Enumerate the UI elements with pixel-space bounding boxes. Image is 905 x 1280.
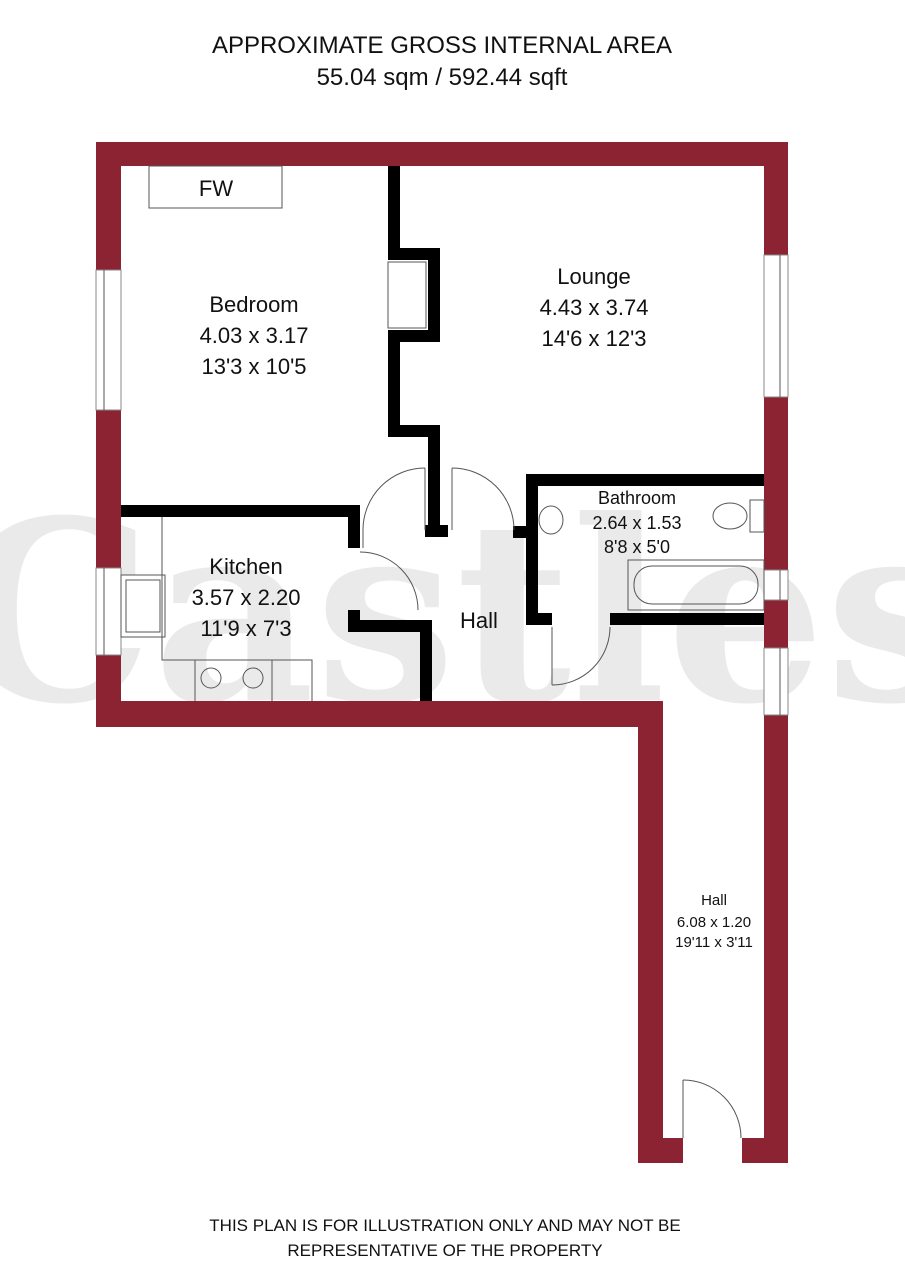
svg-text:Bedroom: Bedroom	[209, 292, 298, 317]
window-kitchen	[95, 567, 122, 656]
svg-text:Kitchen: Kitchen	[209, 554, 282, 579]
gross-area: 55.04 sqm / 592.44 sqft	[317, 64, 568, 91]
bathroom-sink	[538, 505, 564, 535]
hob-ring	[200, 667, 222, 689]
disclaimer-line2: REPRESENTATIVE OF THE PROPERTY	[287, 1241, 602, 1260]
doors	[359, 467, 742, 1139]
room-hall-corridor: Hall 6.08 x 1.20 19'11 x 3'11	[675, 892, 753, 951]
svg-text:3.57 x 2.20: 3.57 x 2.20	[192, 585, 301, 610]
svg-text:6.08 x 1.20: 6.08 x 1.20	[677, 914, 751, 931]
room-hall: Hall	[460, 608, 498, 633]
svg-text:14'6 x 12'3: 14'6 x 12'3	[541, 326, 646, 351]
fw-label: FW	[199, 176, 233, 201]
toilet	[712, 502, 748, 530]
svg-text:4.43 x 3.74: 4.43 x 3.74	[540, 295, 649, 320]
title: APPROXIMATE GROSS INTERNAL AREA	[212, 32, 672, 59]
window-hall	[763, 647, 789, 716]
hob-ring	[242, 667, 264, 689]
internal-walls	[121, 166, 764, 701]
windows	[95, 254, 789, 716]
fw-box	[148, 165, 283, 209]
window-lounge	[763, 254, 789, 398]
fixtures: FW	[120, 165, 765, 701]
room-kitchen: Kitchen 3.57 x 2.20 11'9 x 7'3	[192, 554, 301, 641]
window-bathroom	[763, 569, 789, 601]
bath	[627, 559, 765, 611]
svg-text:13'3 x 10'5: 13'3 x 10'5	[201, 354, 306, 379]
disclaimer-line1: THIS PLAN IS FOR ILLUSTRATION ONLY AND M…	[209, 1216, 680, 1235]
svg-text:Hall: Hall	[701, 892, 727, 909]
svg-text:Lounge: Lounge	[557, 264, 630, 289]
kitchen-sink	[120, 574, 166, 638]
svg-text:11'9 x 7'3: 11'9 x 7'3	[200, 616, 291, 641]
room-bedroom: Bedroom 4.03 x 3.17 13'3 x 10'5	[200, 292, 309, 379]
svg-text:2.64 x 1.53: 2.64 x 1.53	[592, 513, 681, 533]
svg-text:4.03 x 3.17: 4.03 x 3.17	[200, 323, 309, 348]
svg-text:Bathroom: Bathroom	[598, 488, 676, 508]
room-bathroom: Bathroom 2.64 x 1.53 8'8 x 5'0	[592, 488, 681, 557]
room-lounge: Lounge 4.43 x 3.74 14'6 x 12'3	[540, 264, 649, 351]
svg-text:19'11 x 3'11: 19'11 x 3'11	[675, 934, 753, 951]
svg-text:8'8 x 5'0: 8'8 x 5'0	[604, 537, 670, 557]
window-bedroom	[95, 269, 122, 411]
